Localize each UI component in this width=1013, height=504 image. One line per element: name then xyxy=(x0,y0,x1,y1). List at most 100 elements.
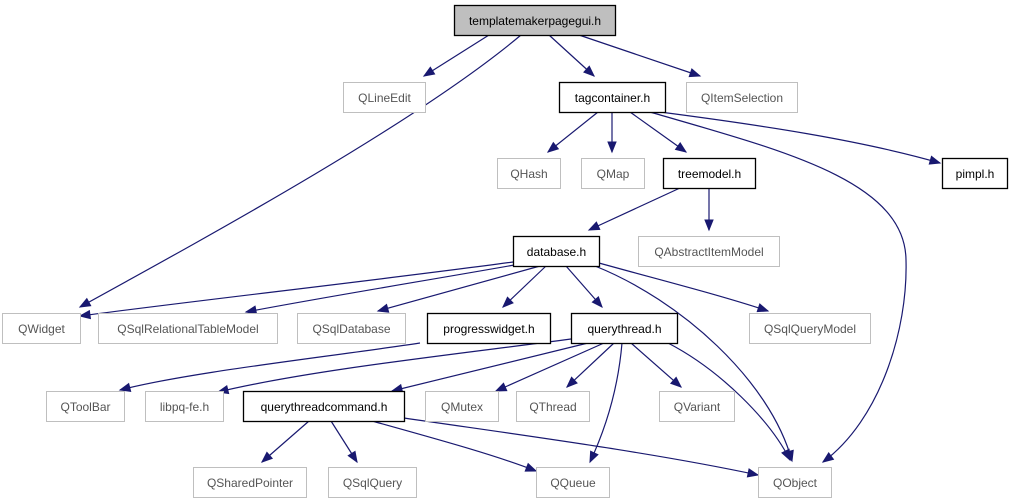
node-box-pimpl xyxy=(941,157,1009,190)
arrowhead-database-to-qsqlrelationaltablemodel xyxy=(244,305,258,315)
node-querythread[interactable]: querythread.h xyxy=(570,312,679,345)
edge-progresswidget-to-qtoolbar xyxy=(119,342,421,391)
node-label-qsqldatabase: QSqlDatabase xyxy=(312,322,390,336)
node-label-querythread: querythread.h xyxy=(587,322,661,336)
node-label-libpqfe: libpq-fe.h xyxy=(160,400,209,414)
node-box-qmutex xyxy=(425,391,499,422)
node-qsharedpointer: QSharedPointer xyxy=(193,467,307,498)
node-label-progresswidget: progresswidget.h xyxy=(443,322,534,336)
node-label-qitemselection: QItemSelection xyxy=(701,91,783,105)
node-qabstractitemmodel: QAbstractItemModel xyxy=(638,236,780,267)
node-box-qlineedit xyxy=(343,82,426,113)
node-label-querythreadcommand: querythreadcommand.h xyxy=(261,400,388,414)
arrowhead-templatemakerpagegui-to-tagcontainer xyxy=(583,65,595,77)
node-label-qmap: QMap xyxy=(597,167,630,181)
node-qhash: QHash xyxy=(497,158,561,189)
node-box-libpqfe xyxy=(145,391,224,422)
edge-database-to-qsqlrelationaltablemodel xyxy=(245,263,521,313)
node-label-qwidget: QWidget xyxy=(18,322,65,336)
node-treemodel[interactable]: treemodel.h xyxy=(662,157,757,190)
node-qobject: QObject xyxy=(758,467,832,498)
arrowhead-querythread-to-qvariant xyxy=(669,376,683,388)
node-label-qsqlrelationaltablemodel: QSqlRelationalTableModel xyxy=(117,322,258,336)
node-box-querythread xyxy=(570,312,679,345)
node-box-qhash xyxy=(497,158,561,189)
arrowhead-templatemakerpagegui-to-qwidget xyxy=(78,297,92,308)
node-box-qvariant xyxy=(659,391,735,422)
node-box-qitemselection xyxy=(686,82,798,113)
node-box-qsqlquery xyxy=(328,467,417,498)
node-templatemakerpagegui[interactable]: templatemakerpagegui.h xyxy=(453,4,617,37)
node-box-database xyxy=(512,235,601,268)
node-box-progresswidget xyxy=(426,312,552,345)
arrowhead-treemodel-to-qabstractitemmodel xyxy=(704,219,714,232)
arrowhead-querythread-to-qqueue xyxy=(589,450,599,464)
node-label-database: database.h xyxy=(527,245,586,259)
node-box-qmap xyxy=(581,158,645,189)
node-box-qsqlquerymodel xyxy=(749,313,871,344)
node-qtoolbar: QToolBar xyxy=(46,391,125,422)
node-qvariant: QVariant xyxy=(659,391,735,422)
node-progresswidget[interactable]: progresswidget.h xyxy=(426,312,552,345)
node-box-qwidget xyxy=(2,313,81,344)
node-label-qsharedpointer: QSharedPointer xyxy=(207,476,293,490)
node-pimpl[interactable]: pimpl.h xyxy=(941,157,1009,190)
arrowhead-tagcontainer-to-treemodel xyxy=(674,142,688,153)
node-querythreadcommand[interactable]: querythreadcommand.h xyxy=(242,390,406,423)
node-box-qthread xyxy=(516,391,590,422)
node-label-qtoolbar: QToolBar xyxy=(60,400,110,414)
node-qsqlquery: QSqlQuery xyxy=(328,467,417,498)
node-label-tagcontainer: tagcontainer.h xyxy=(575,91,650,105)
arrowhead-progresswidget-to-qtoolbar xyxy=(118,382,132,392)
node-label-qhash: QHash xyxy=(510,167,547,181)
node-box-treemodel xyxy=(662,157,757,190)
arrowhead-templatemakerpagegui-to-qlineedit xyxy=(422,66,436,77)
node-qmutex: QMutex xyxy=(425,391,499,422)
node-qlineedit: QLineEdit xyxy=(343,82,426,113)
edge-database-to-qsqldatabase xyxy=(377,265,541,312)
node-box-qsqldatabase xyxy=(297,313,406,344)
arrowhead-treemodel-to-database xyxy=(587,221,601,231)
arrowhead-querythread-to-qmutex xyxy=(494,382,508,392)
node-qqueue: QQueue xyxy=(536,467,610,498)
node-tagcontainer[interactable]: tagcontainer.h xyxy=(558,81,667,114)
edge-database-to-qsqlquerymodel xyxy=(598,262,769,312)
node-box-qobject xyxy=(758,467,832,498)
arrowhead-tagcontainer-to-pimpl xyxy=(928,155,942,165)
node-qitemselection: QItemSelection xyxy=(686,82,798,113)
edge-templatemakerpagegui-to-qlineedit xyxy=(423,34,490,77)
node-box-qsharedpointer xyxy=(193,467,307,498)
node-database[interactable]: database.h xyxy=(512,235,601,268)
node-box-tagcontainer xyxy=(558,81,667,114)
node-box-qtoolbar xyxy=(46,391,125,422)
edge-database-to-qobject xyxy=(594,265,793,462)
edge-tagcontainer-to-qhash xyxy=(547,111,599,153)
node-box-qqueue xyxy=(536,467,610,498)
node-qwidget: QWidget xyxy=(2,313,81,344)
edge-querythreadcommand-to-qobject xyxy=(403,417,759,476)
node-qsqlquerymodel: QSqlQueryModel xyxy=(749,313,871,344)
node-label-qmutex: QMutex xyxy=(441,400,483,414)
arrowhead-querythreadcommand-to-qqueue xyxy=(524,462,538,472)
edge-templatemakerpagegui-to-qwidget xyxy=(79,34,522,308)
node-box-qsqlrelationaltablemodel xyxy=(98,313,278,344)
arrowhead-querythread-to-qobject xyxy=(781,448,791,462)
arrowhead-querythreadcommand-to-qsharedpointer xyxy=(260,451,274,463)
node-label-qsqlquery: QSqlQuery xyxy=(343,476,402,490)
node-label-qqueue: QQueue xyxy=(550,476,596,490)
edge-querythread-to-qqueue xyxy=(589,342,623,463)
node-label-templatemakerpagegui: templatemakerpagegui.h xyxy=(469,14,601,28)
arrowhead-querythreadcommand-to-qsqlquery xyxy=(347,450,358,464)
edge-querythread-to-libpqfe xyxy=(217,338,572,393)
edge-layer xyxy=(78,34,942,478)
node-qmap: QMap xyxy=(581,158,645,189)
arrowhead-database-to-qsqlquerymodel xyxy=(756,303,770,313)
arrowhead-database-to-qwidget xyxy=(78,309,92,320)
arrowhead-database-to-qsqldatabase xyxy=(376,303,390,313)
node-qsqldatabase: QSqlDatabase xyxy=(297,313,406,344)
edge-tagcontainer-to-pimpl xyxy=(659,111,941,164)
edge-querythread-to-qobject xyxy=(667,342,791,461)
arrowhead-database-to-progresswidget xyxy=(502,296,514,308)
